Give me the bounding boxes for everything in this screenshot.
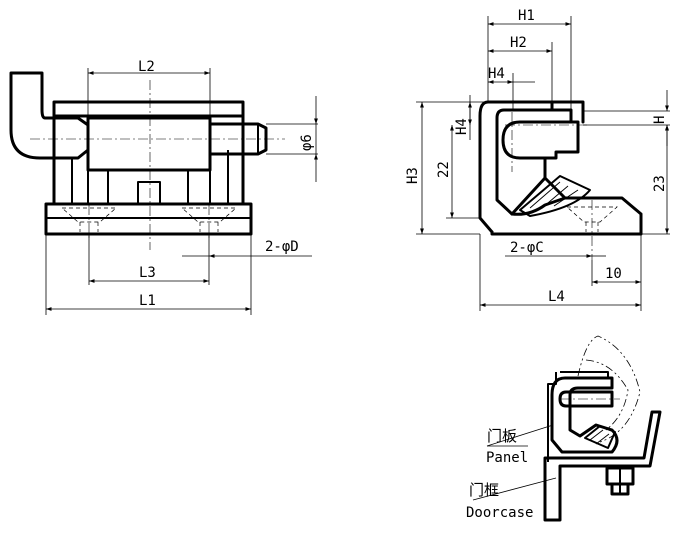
side-countersink [566, 206, 618, 232]
dim-L3: L3 [139, 265, 156, 281]
dim-H4-top: H4 [488, 66, 505, 82]
dim-H3: H3 [405, 167, 421, 184]
bolt-cylinder [86, 116, 212, 172]
dim-10: 10 [605, 266, 622, 282]
label-panel-cn: 门板 [487, 427, 517, 445]
installed-view: 门板 Panel 门框 Doorcase [466, 335, 662, 522]
dim-L1: L1 [139, 293, 156, 309]
dim-H1: H1 [518, 8, 535, 24]
door-frame [543, 410, 662, 522]
center-boss [137, 181, 161, 205]
dim-hole-C: 2-φC [510, 240, 544, 256]
top-plate [52, 100, 245, 118]
dim-22: 22 [436, 161, 452, 178]
phantom-open-position [577, 335, 641, 443]
dim-L4: L4 [548, 289, 565, 305]
hook-slot [501, 120, 573, 160]
housing-body [52, 114, 245, 206]
dim-H4-vertical: H4 [454, 118, 470, 135]
dim-phi6: φ6 [299, 134, 315, 151]
label-doorcase-en: Doorcase [466, 505, 533, 521]
label-doorcase-cn: 门框 [469, 481, 499, 499]
front-view: L2 L3 L1 φ6 2-φD [9, 59, 318, 315]
wedge [519, 175, 591, 217]
countersunk-hole-right [181, 207, 237, 232]
dim-H: H [652, 116, 668, 124]
label-panel-en: Panel [486, 450, 528, 466]
installed-hook [550, 376, 619, 454]
countersunk-hole-left [61, 207, 117, 232]
side-view: H1 H2 H4 H3 22 H4 H 23 2-φC 10 L4 [405, 8, 670, 311]
dim-23: 23 [652, 175, 668, 192]
dim-L2: L2 [138, 59, 155, 75]
dim-hole-D: 2-φD [265, 239, 299, 255]
dim-H2: H2 [510, 35, 527, 51]
